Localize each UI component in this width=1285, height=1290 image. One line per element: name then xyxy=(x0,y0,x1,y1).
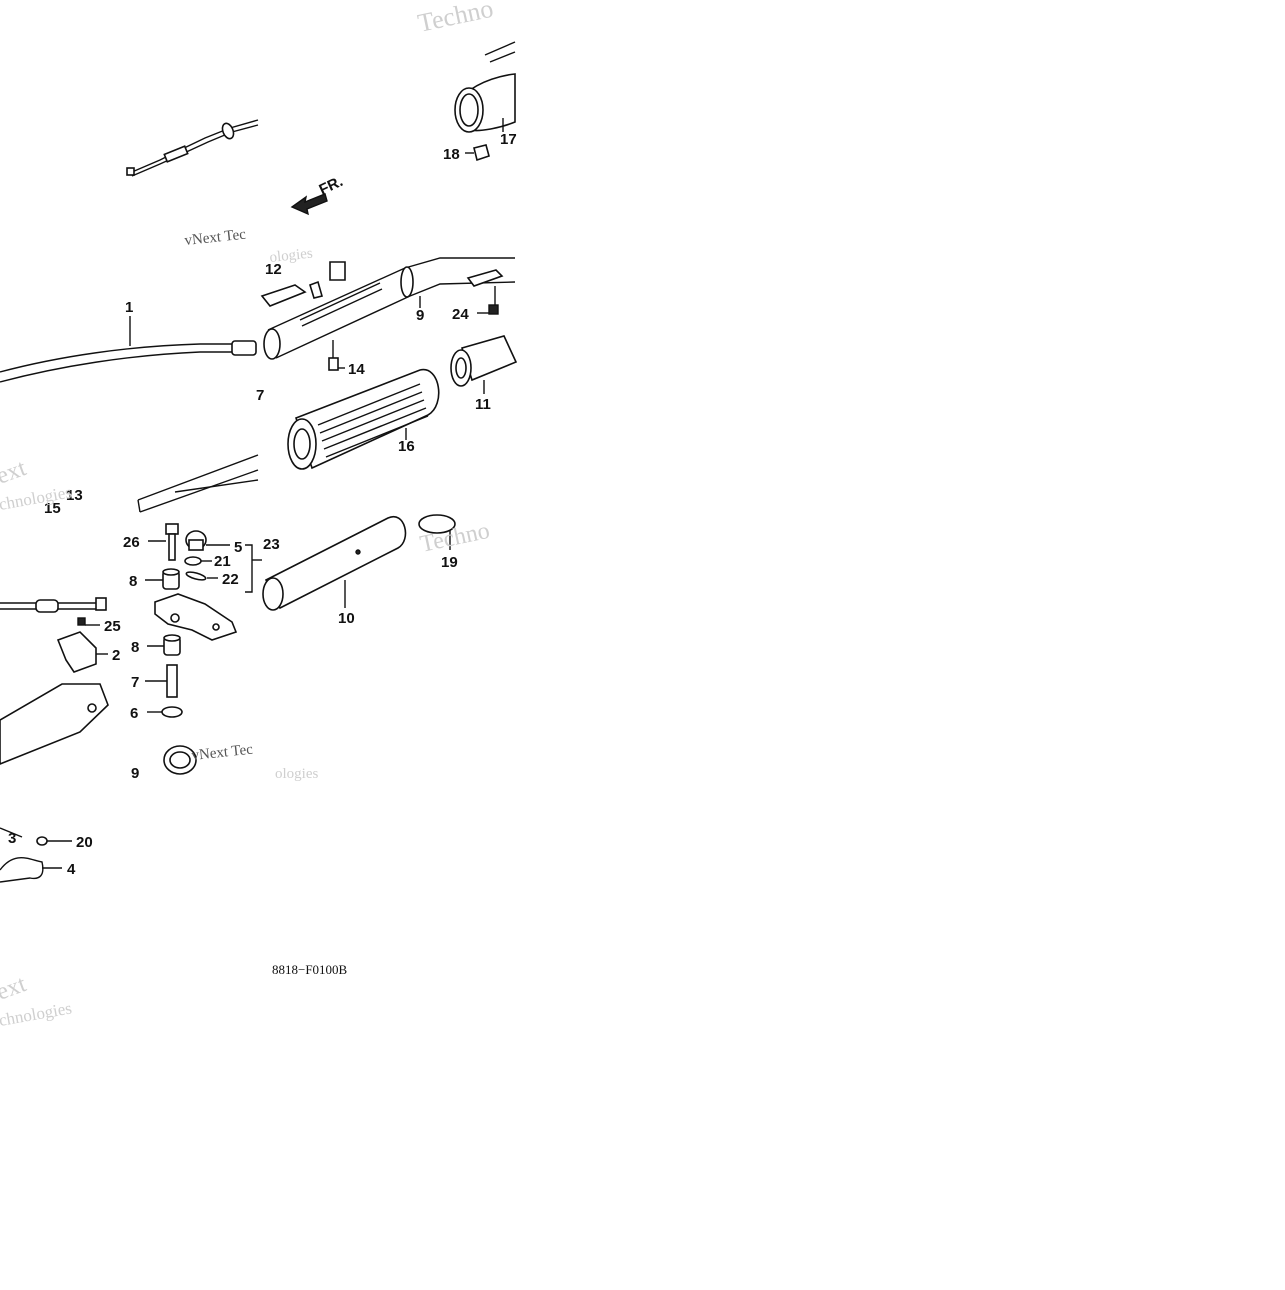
lever-plate xyxy=(154,593,238,641)
washer-6 xyxy=(147,706,183,718)
callout-10: 10 xyxy=(338,610,355,627)
end-nut-18 xyxy=(465,144,490,162)
callout-8b: 8 xyxy=(131,639,139,656)
diagram-code: 8818−F0100B xyxy=(272,962,348,977)
handlebar-left-part xyxy=(137,454,259,513)
callout-19: 19 xyxy=(441,554,458,571)
direction-label: FR. xyxy=(317,173,346,199)
cable-end-25 xyxy=(0,597,107,626)
callout-26: 26 xyxy=(123,534,140,551)
callout-17: 17 xyxy=(500,131,517,148)
throttle-pipe-11 xyxy=(450,335,518,394)
watermark-ogies-top: ologies xyxy=(269,246,314,266)
pin-22 xyxy=(185,571,218,581)
watermark-vnext-top: vNext Tec xyxy=(184,227,247,249)
callout-24: 24 xyxy=(452,306,469,323)
throttle-housing-9 xyxy=(260,257,516,360)
throttle-cable-upper xyxy=(126,119,259,177)
spring-4 xyxy=(0,857,62,883)
cap-5 xyxy=(185,530,230,551)
spacer-7 xyxy=(145,664,178,698)
watermark-ogies-mid: ologies xyxy=(275,766,318,782)
callout-11: 11 xyxy=(475,396,491,413)
callout-16: 16 xyxy=(398,438,415,455)
callout-18: 18 xyxy=(443,146,460,163)
grip-cover-17 xyxy=(454,41,516,133)
screw-14 xyxy=(328,340,345,371)
callout-5: 5 xyxy=(234,539,242,556)
washer-21 xyxy=(184,556,212,566)
collar-8-lower xyxy=(147,634,181,656)
callout-3: 3 xyxy=(8,830,16,847)
throttle-grip-16 xyxy=(287,368,440,470)
boot-lower xyxy=(163,745,197,775)
callout-9: 9 xyxy=(416,307,424,324)
watermark-ext-left: ext xyxy=(0,455,30,490)
callout-20: 20 xyxy=(76,834,93,851)
callout-22: 22 xyxy=(222,571,239,588)
callout-1: 1 xyxy=(125,299,133,316)
watermark-ext-bottom: ext xyxy=(0,971,30,1006)
callout-23: 23 xyxy=(263,536,280,553)
callout-15: 15 xyxy=(44,500,61,517)
screw-20 xyxy=(36,836,72,846)
lever-arm xyxy=(0,683,109,765)
watermark-chnologies-bottom: chnologies xyxy=(0,998,73,1030)
clip-3 xyxy=(0,827,23,838)
callout-2: 2 xyxy=(112,647,120,664)
callout-7a: 7 xyxy=(256,387,264,404)
bolt-26 xyxy=(148,523,179,561)
fr-direction-arrow xyxy=(290,193,328,216)
watermark-vnext-mid: vNext Tec xyxy=(191,742,254,764)
callout-6: 6 xyxy=(130,705,138,722)
callout-7b: 7 xyxy=(131,674,139,691)
ring-19 xyxy=(418,514,456,550)
callout-21: 21 xyxy=(214,553,231,570)
callout-12: 12 xyxy=(265,261,282,278)
handlebar-pipe-10 xyxy=(262,515,407,611)
throttle-cable-main xyxy=(0,316,257,383)
callout-8a: 8 xyxy=(129,573,137,590)
bracket-2 xyxy=(56,631,108,673)
mounting-clip-24 xyxy=(466,269,504,315)
callout-13: 13 xyxy=(66,487,83,504)
callout-4: 4 xyxy=(67,861,76,878)
callout-9b: 9 xyxy=(131,765,139,782)
bracket-group-23 xyxy=(245,544,262,593)
collar-8-upper xyxy=(145,568,180,590)
watermark-techno-top: Techno xyxy=(415,0,496,38)
callout-14: 14 xyxy=(348,361,365,378)
watermark-chnologies-left: chnologies xyxy=(0,482,73,514)
callout-25: 25 xyxy=(104,618,121,635)
